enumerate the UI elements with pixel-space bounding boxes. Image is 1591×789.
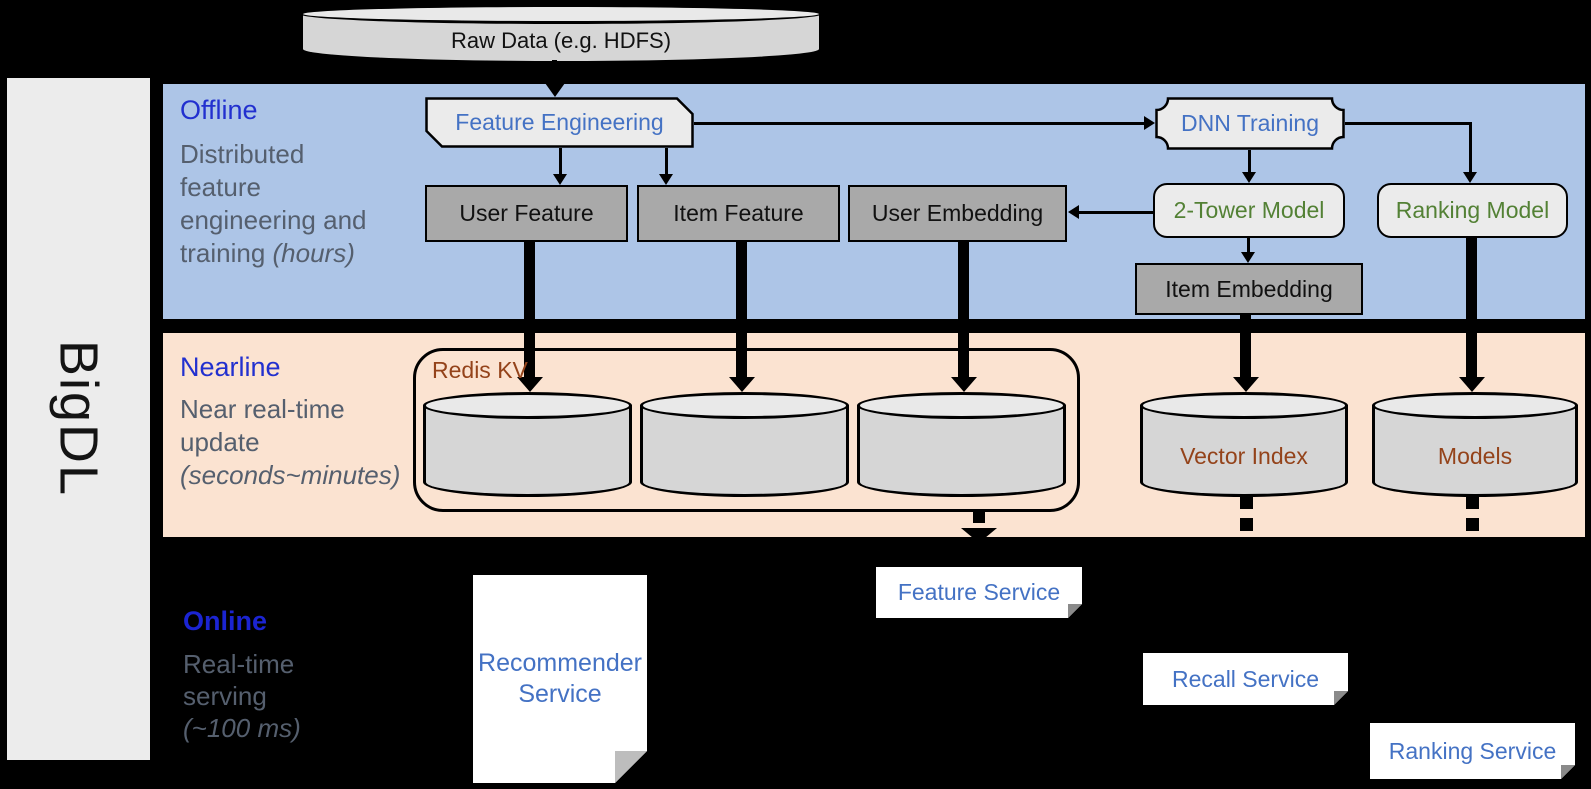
ranking-model-node: Ranking Model bbox=[1377, 183, 1568, 238]
offline-description-note: (hours) bbox=[272, 238, 355, 268]
vector-index-cylinder: Vector Index bbox=[1140, 392, 1348, 497]
dnn-training-node: DNN Training bbox=[1155, 97, 1345, 150]
online-title: Online bbox=[183, 606, 268, 636]
ranking-service-label: Ranking Service bbox=[1388, 737, 1557, 764]
online-description-note: (~100 ms) bbox=[183, 713, 301, 743]
feature-service-label: Feature Service bbox=[897, 579, 1061, 606]
user-feature-node: User Feature bbox=[425, 185, 628, 242]
raw-data-cylinder: Raw Data (e.g. HDFS) bbox=[300, 4, 822, 64]
redis-kv-group bbox=[413, 348, 1080, 512]
recommender-service-folded-corner bbox=[615, 751, 647, 783]
offline-description-text: Distributed feature engineering and trai… bbox=[180, 139, 367, 268]
kv-store-cylinder-1 bbox=[423, 392, 632, 497]
recommender-service-node: Recommender Service bbox=[473, 575, 647, 783]
feature-service-folded-corner bbox=[1068, 604, 1082, 618]
recall-service-folded-corner bbox=[1334, 691, 1348, 705]
cylinder-top-ellipse bbox=[1372, 392, 1578, 419]
kv-store-cylinder-2 bbox=[640, 392, 849, 497]
cylinder-top-ellipse bbox=[1140, 392, 1348, 419]
dnn-training-label: DNN Training bbox=[1180, 110, 1320, 137]
snip-corner-rect-shape bbox=[425, 97, 694, 148]
nearline-description-note: (seconds~minutes) bbox=[180, 460, 401, 490]
cylinder-top-ellipse bbox=[857, 392, 1066, 419]
ranking-service-node: Ranking Service bbox=[1370, 723, 1575, 779]
raw-data-cylinder-top-ellipse bbox=[300, 4, 822, 24]
offline-description: Distributed feature engineering and trai… bbox=[180, 138, 390, 270]
feature-service-node: Feature Service bbox=[876, 567, 1082, 618]
recommender-service-label: Recommender Service bbox=[478, 649, 642, 708]
online-description-text: Real-time serving bbox=[183, 649, 295, 711]
models-label: Models bbox=[1437, 442, 1513, 469]
ranking-service-folded-corner bbox=[1561, 765, 1575, 779]
raw-data-label: Raw Data (e.g. HDFS) bbox=[450, 28, 672, 54]
vector-index-label: Vector Index bbox=[1180, 442, 1308, 469]
nearline-description-text: Near real-time update bbox=[180, 394, 345, 457]
feature-engineering-node: Feature Engineering bbox=[425, 97, 694, 148]
cylinder-top-ellipse bbox=[423, 392, 632, 419]
nearline-title: Nearline bbox=[180, 352, 281, 382]
item-feature-node: Item Feature bbox=[637, 185, 840, 242]
cylinder-top-ellipse bbox=[640, 392, 849, 419]
online-description: Real-time serving (~100 ms) bbox=[183, 648, 321, 744]
models-cylinder: Models bbox=[1372, 392, 1578, 497]
recall-service-label: Recall Service bbox=[1172, 665, 1319, 692]
kv-store-cylinder-3 bbox=[857, 392, 1066, 497]
plaque-shape bbox=[1155, 97, 1345, 150]
feature-engineering-label: Feature Engineering bbox=[455, 109, 664, 136]
item-embedding-node: Item Embedding bbox=[1135, 263, 1363, 315]
brand-label: BigDL bbox=[48, 340, 109, 498]
nearline-description: Near real-time update (seconds~minutes) bbox=[180, 393, 401, 492]
offline-title: Offline bbox=[180, 95, 258, 125]
brand-bar: BigDL bbox=[5, 76, 152, 762]
user-embedding-node: User Embedding bbox=[848, 185, 1067, 242]
two-tower-model-node: 2-Tower Model bbox=[1153, 183, 1345, 238]
redis-kv-label: Redis KV bbox=[432, 357, 528, 383]
recall-service-node: Recall Service bbox=[1143, 653, 1348, 705]
